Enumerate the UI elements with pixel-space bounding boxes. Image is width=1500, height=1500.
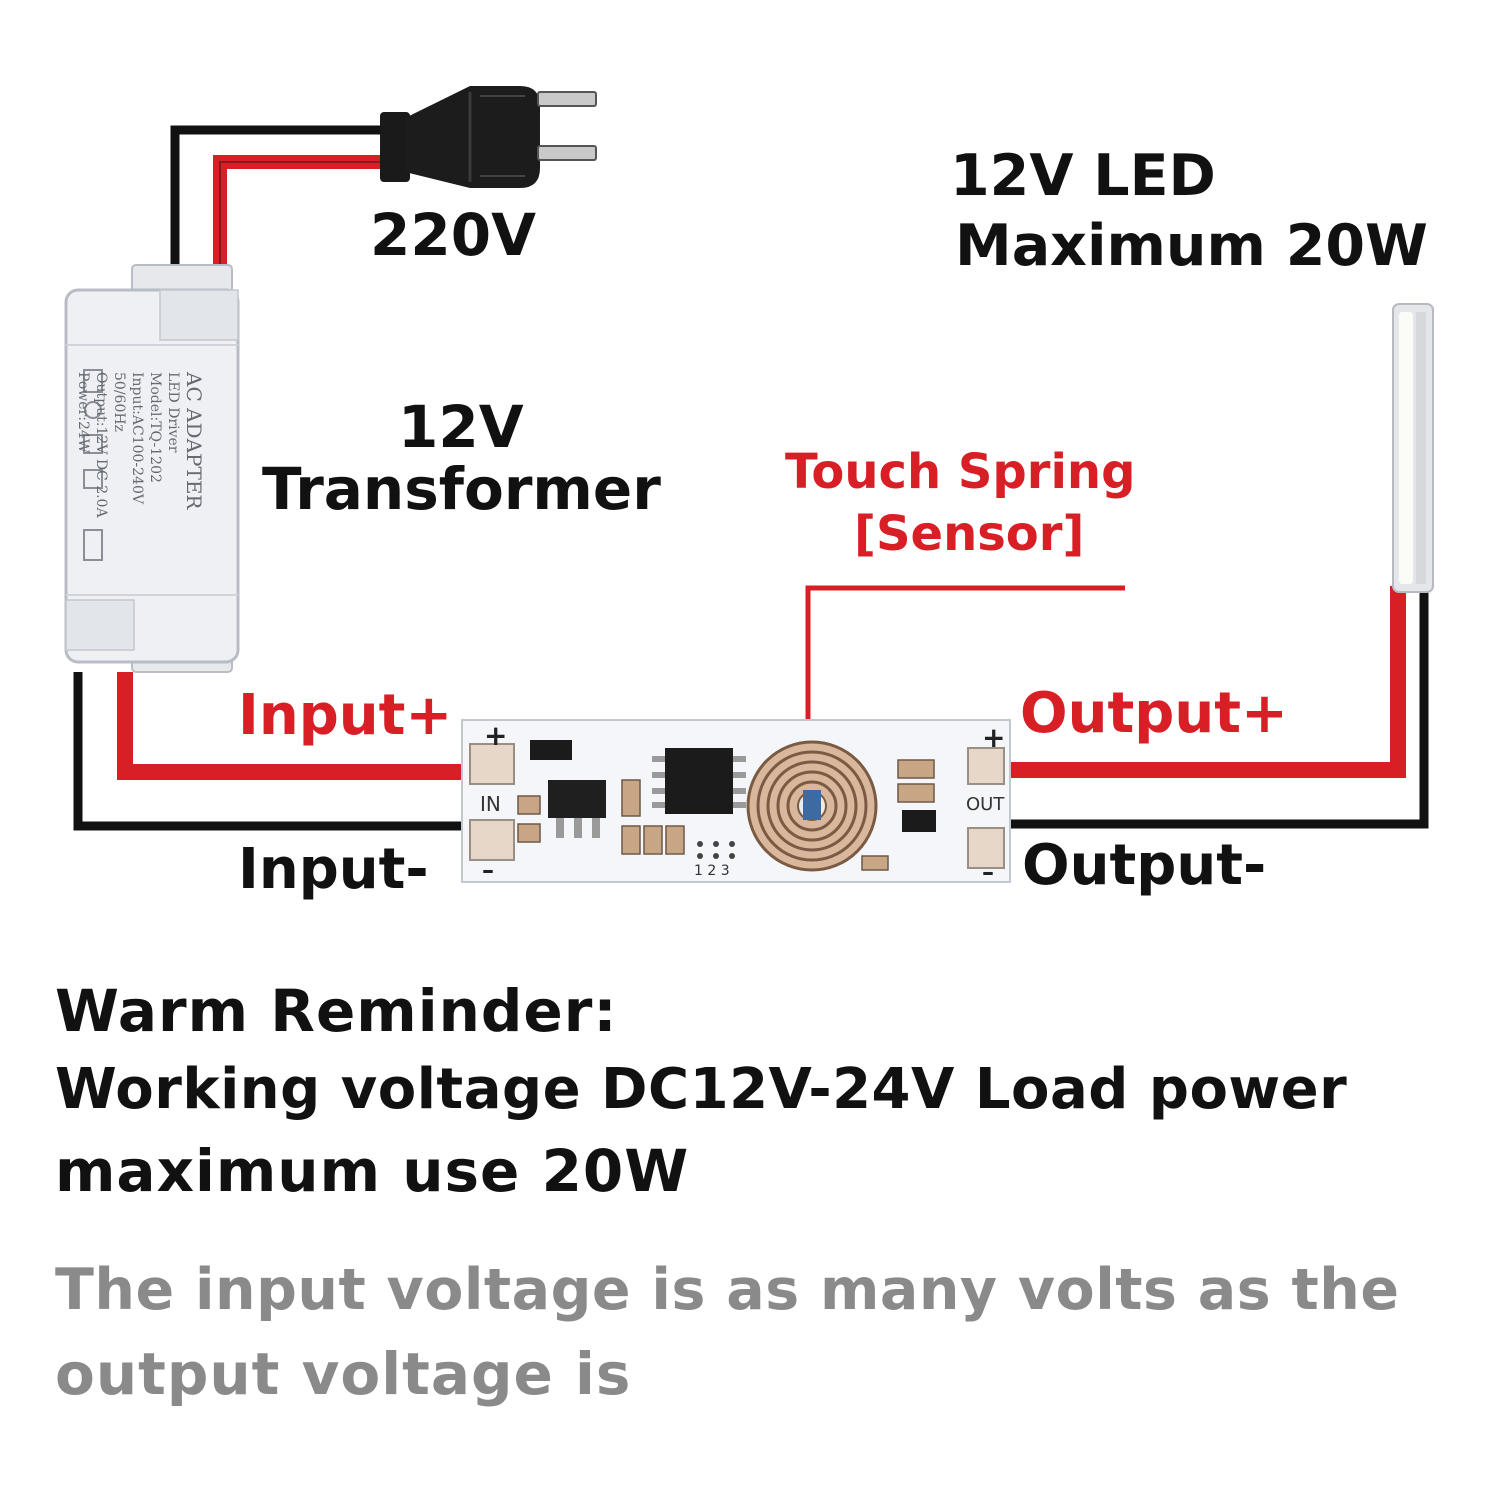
adapter-line: Power:24W: [75, 372, 91, 454]
output-positive-wire: [1010, 586, 1406, 778]
transformer-box: [64, 264, 240, 673]
adapter-label-block: AC ADAPTER LED Driver Model:TQ-1202 Inpu…: [66, 372, 206, 562]
pcb-pin-numbers: 1 2 3: [694, 863, 730, 879]
adapter-line: Input:AC100-240V 50/60Hz: [111, 372, 145, 504]
output-minus-label: Output-: [1022, 833, 1267, 898]
transformer-label-line2: Transformer: [262, 455, 661, 523]
adapter-line: AC ADAPTER: [182, 372, 206, 510]
plug-positive-wire-edge: [219, 161, 390, 268]
led-title-line1: 12V LED: [950, 143, 1216, 209]
input-positive-wire: [117, 672, 470, 780]
output-plus-label: Output+: [1020, 681, 1288, 746]
reminder-heading: Warm Reminder:: [55, 977, 618, 1045]
pcb-in-minus: –: [482, 856, 494, 884]
touch-spring-coil: [746, 740, 878, 872]
note-line1: The input voltage is as many volts as th…: [55, 1257, 1400, 1323]
led-light-bar: [1392, 303, 1434, 593]
output-negative-wire: [1010, 586, 1429, 829]
note-line2: output voltage is: [55, 1340, 632, 1408]
pcb-out-minus: –: [982, 858, 994, 886]
adapter-line: Model:TQ-1202: [147, 372, 163, 483]
plug-negative-wire: [170, 125, 390, 268]
pcb-in-plus: +: [484, 719, 508, 752]
pcb-in-label: IN: [480, 792, 501, 816]
pcb-out-label: OUT: [966, 794, 1005, 815]
led-title-line2: Maximum 20W: [955, 213, 1428, 279]
sensor-label-line1: Touch Spring: [785, 444, 1136, 500]
reminder-line2: maximum use 20W: [55, 1137, 690, 1205]
adapter-line: Output:12V DC 2.0A: [93, 372, 109, 518]
pcb-out-plus: +: [982, 721, 1006, 754]
sensor-leader-line: [805, 585, 1125, 760]
input-negative-wire: [73, 672, 470, 831]
power-plug-icon: [380, 86, 597, 188]
reminder-line1: Working voltage DC12V-24V Load power: [55, 1057, 1348, 1122]
input-minus-label: Input-: [238, 837, 429, 902]
touch-dimmer-pcb: [461, 719, 1011, 883]
input-plus-label: Input+: [238, 683, 453, 748]
plug-voltage-label: 220V: [370, 201, 536, 269]
transformer-label-line1: 12V: [398, 393, 524, 461]
plug-positive-wire: [213, 155, 390, 268]
adapter-line: LED Driver: [165, 372, 181, 453]
sensor-label-line2: [Sensor]: [854, 506, 1085, 562]
